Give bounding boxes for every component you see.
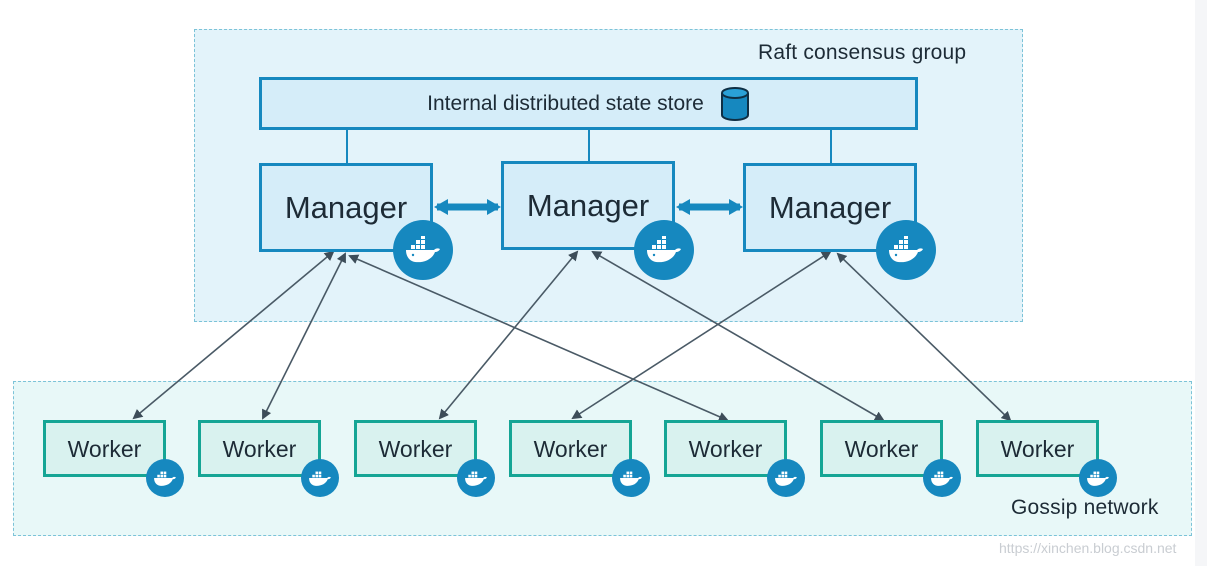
worker-node-7: Worker <box>976 420 1099 477</box>
raft-group-label: Raft consensus group <box>758 41 967 64</box>
manager-label: Manager <box>768 190 892 225</box>
worker-label: Worker <box>688 436 763 462</box>
docker-whale-glyph <box>931 471 953 486</box>
docker-whale-glyph <box>620 471 642 486</box>
state-store-label: Internal distributed state store <box>427 91 704 115</box>
worker-label: Worker <box>1000 436 1075 462</box>
worker-label: Worker <box>222 436 297 462</box>
gossip-group-label: Gossip network <box>1011 496 1159 519</box>
worker-label: Worker <box>378 436 453 462</box>
worker-node-3: Worker <box>354 420 477 477</box>
docker-whale-icon <box>923 459 961 497</box>
worker-label: Worker <box>533 436 608 462</box>
connection-arrow <box>438 250 579 420</box>
docker-whale-glyph <box>406 236 440 263</box>
docker-whale-glyph <box>647 236 681 263</box>
worker-label: Worker <box>844 436 919 462</box>
database-icon <box>720 86 749 121</box>
docker-whale-icon <box>146 459 184 497</box>
worker-node-1: Worker <box>43 420 166 477</box>
docker-whale-glyph <box>775 471 797 486</box>
store-connector-1 <box>346 130 348 165</box>
page-edge-strip <box>1195 0 1207 566</box>
docker-whale-icon <box>457 459 495 497</box>
worker-label: Worker <box>67 436 142 462</box>
connection-arrow <box>348 254 729 422</box>
manager-node-3: Manager <box>743 163 917 252</box>
watermark: https://xinchen.blog.csdn.net <box>999 540 1177 556</box>
docker-whale-icon <box>634 220 694 280</box>
docker-whale-icon <box>1079 459 1117 497</box>
docker-whale-glyph <box>309 471 331 486</box>
docker-whale-icon <box>876 220 936 280</box>
connection-arrow <box>262 252 346 420</box>
state-store-box: Internal distributed state store <box>259 77 918 130</box>
store-connector-2 <box>588 130 590 163</box>
docker-whale-glyph <box>1087 471 1109 486</box>
worker-node-4: Worker <box>509 420 632 477</box>
docker-whale-glyph <box>154 471 176 486</box>
docker-whale-icon <box>393 220 453 280</box>
worker-node-6: Worker <box>820 420 943 477</box>
manager-label: Manager <box>284 190 408 225</box>
docker-whale-icon <box>767 459 805 497</box>
store-connector-3 <box>830 130 832 165</box>
connection-arrow <box>591 250 885 422</box>
docker-whale-icon <box>301 459 339 497</box>
worker-node-2: Worker <box>198 420 321 477</box>
worker-node-5: Worker <box>664 420 787 477</box>
docker-whale-glyph <box>465 471 487 486</box>
connection-arrow <box>132 250 335 420</box>
connection-arrow <box>836 252 1012 422</box>
manager-label: Manager <box>526 188 650 223</box>
docker-whale-glyph <box>889 236 923 263</box>
connection-arrow <box>571 250 832 420</box>
docker-whale-icon <box>612 459 650 497</box>
